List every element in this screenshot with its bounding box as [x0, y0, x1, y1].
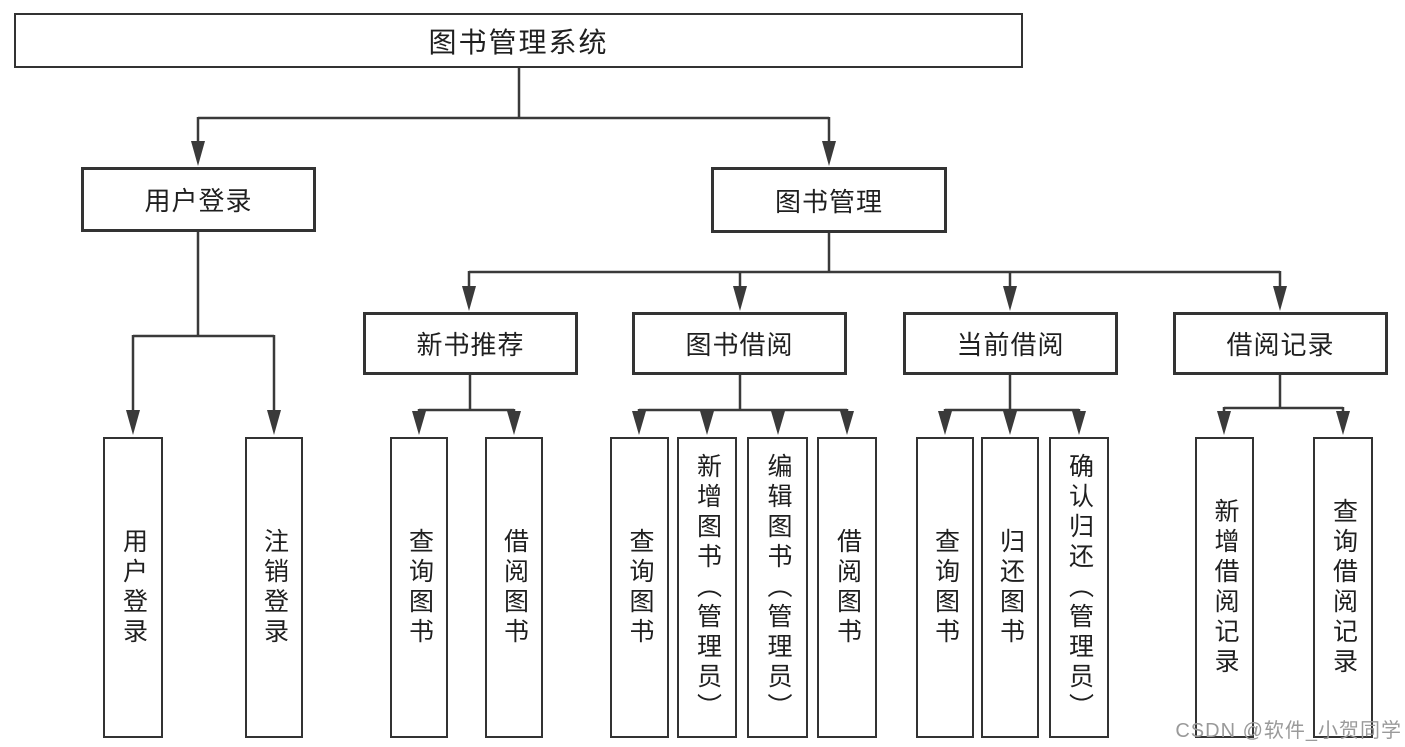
leaf-user-login: 用户登录: [103, 437, 163, 738]
leaf-confirm-return-admin: 确认归还（管理员）: [1049, 437, 1109, 738]
leaf-user-login-label: 用户登录: [119, 527, 148, 648]
leaf-add-borrow-record: 新增借阅记录: [1195, 437, 1254, 738]
connector-current-borrow-group: [938, 375, 1086, 435]
leaf-edit-books-admin-label: 编辑图书（管理员）: [764, 452, 792, 723]
node-new-books: 新书推荐: [363, 312, 578, 375]
node-root: 图书管理系统: [14, 13, 1023, 68]
leaf-return-books-label: 归还图书: [996, 527, 1025, 648]
node-book-borrow-label: 图书借阅: [685, 330, 794, 360]
leaf-edit-books-admin: 编辑图书（管理员）: [747, 437, 808, 738]
connector-user-login-group: [126, 231, 281, 435]
node-current-borrow: 当前借阅: [903, 312, 1118, 375]
connector-root-to-level2: [191, 68, 836, 166]
leaf-add-books-admin-label: 新增图书（管理员）: [693, 452, 722, 723]
leaf-query-borrow-record-label: 查询借阅记录: [1329, 497, 1358, 678]
node-borrow-records: 借阅记录: [1173, 312, 1388, 375]
leaf-query-books-1: 查询图书: [390, 437, 448, 738]
leaf-return-books: 归还图书: [981, 437, 1039, 738]
node-new-books-label: 新书推荐: [416, 330, 525, 360]
connector-book-mgmt-to-level3: [462, 232, 1287, 311]
node-root-label: 图书管理系统: [428, 26, 609, 58]
leaf-query-books-1-label: 查询图书: [405, 527, 434, 648]
leaf-query-books-3-label: 查询图书: [931, 527, 960, 648]
node-user-login-label: 用户登录: [144, 186, 253, 216]
node-borrow-records-label: 借阅记录: [1226, 330, 1335, 360]
leaf-logout: 注销登录: [245, 437, 303, 738]
node-user-login: 用户登录: [81, 167, 316, 232]
leaf-borrow-books-2-label: 借阅图书: [833, 527, 862, 648]
csdn-watermark: CSDN @软件_小贺同学: [1175, 720, 1402, 742]
leaf-confirm-return-admin-label: 确认归还（管理员）: [1065, 452, 1094, 723]
leaf-borrow-books-2: 借阅图书: [817, 437, 877, 738]
leaf-logout-label: 注销登录: [260, 527, 289, 648]
node-book-borrow: 图书借阅: [632, 312, 847, 375]
leaf-query-books-3: 查询图书: [916, 437, 974, 738]
leaf-add-borrow-record-label: 新增借阅记录: [1211, 497, 1239, 678]
leaf-query-books-2: 查询图书: [610, 437, 669, 738]
node-book-mgmt-label: 图书管理: [774, 186, 883, 217]
leaf-query-books-2-label: 查询图书: [626, 527, 654, 648]
node-current-borrow-label: 当前借阅: [956, 330, 1065, 360]
leaf-borrow-books-1: 借阅图书: [485, 437, 543, 738]
leaf-query-borrow-record: 查询借阅记录: [1313, 437, 1373, 738]
node-book-mgmt: 图书管理: [711, 167, 947, 233]
connector-book-borrow-group: [632, 375, 854, 435]
leaf-add-books-admin: 新增图书（管理员）: [677, 437, 737, 738]
leaf-borrow-books-1-label: 借阅图书: [500, 527, 529, 648]
connector-borrow-records-group: [1217, 375, 1350, 435]
connector-new-books-group: [412, 375, 521, 435]
